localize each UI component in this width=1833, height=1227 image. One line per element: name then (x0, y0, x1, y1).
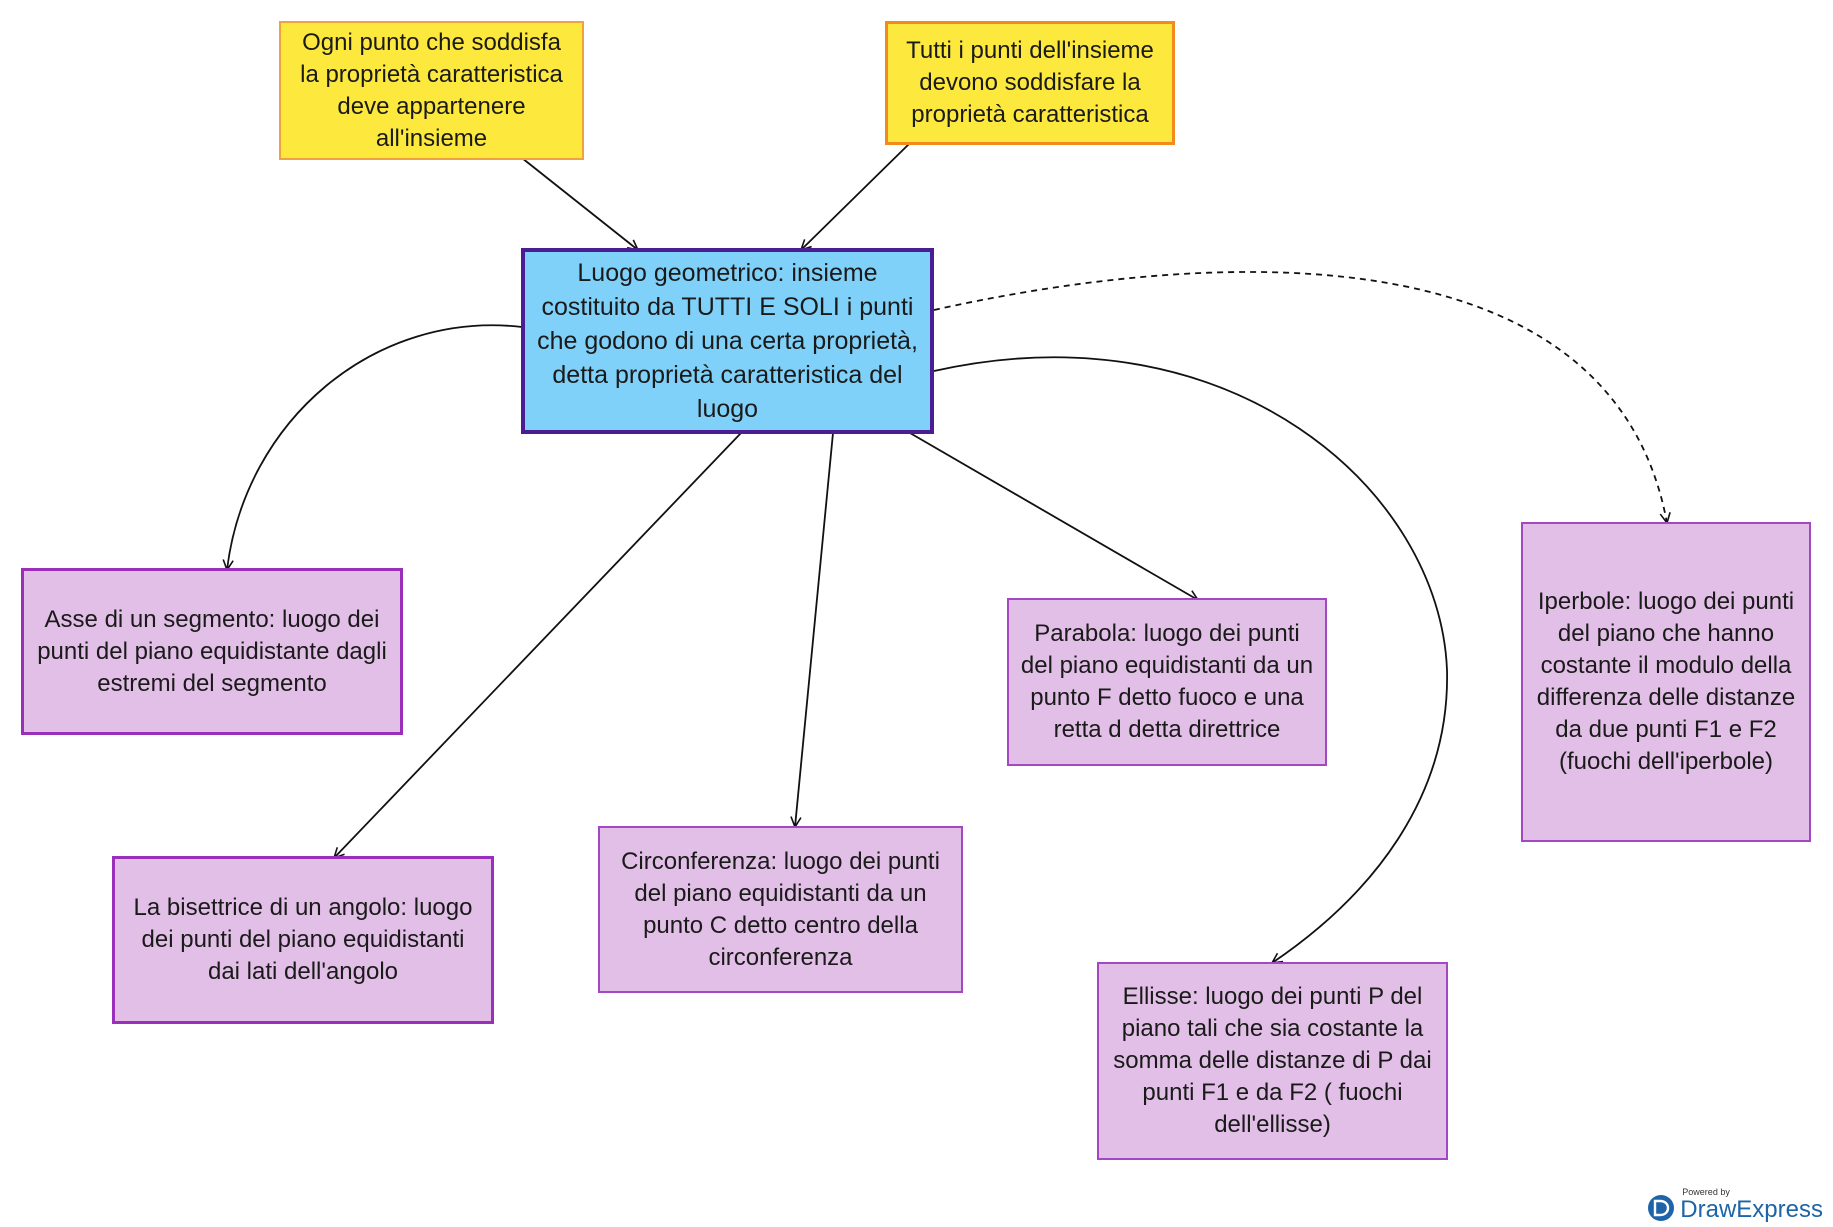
edge-topright-to-central (801, 143, 910, 250)
drawexpress-logo-icon (1648, 1195, 1675, 1221)
edge-central-to-parabola (909, 432, 1198, 600)
node-proprieta-sufficiente[interactable]: Ogni punto che soddisfa la proprietà car… (279, 21, 584, 160)
edge-central-to-bisettrice (334, 432, 742, 858)
node-bisettrice[interactable]: La bisettrice di un angolo: luogo dei pu… (112, 856, 494, 1024)
node-circonferenza-label: Circonferenza: luogo dei punti del piano… (621, 847, 940, 971)
node-bisettrice-label: La bisettrice di un angolo: luogo dei pu… (133, 894, 473, 985)
node-asse-segmento-label: Asse di un segmento: luogo dei punti del… (37, 605, 387, 697)
node-ellisse-label: Ellisse: luogo dei punti P del piano tal… (1113, 983, 1432, 1138)
edge-central-to-asse (227, 324, 523, 570)
node-parabola[interactable]: Parabola: luogo dei punti del piano equi… (1007, 598, 1327, 766)
edge-central-to-circonferenza (795, 432, 834, 827)
node-luogo-geometrico[interactable]: Luogo geometrico: insieme costituito da … (521, 248, 934, 434)
node-ellisse[interactable]: Ellisse: luogo dei punti P del piano tal… (1097, 962, 1448, 1160)
edge-topleft-to-central (521, 157, 638, 250)
edge-central-to-ellisse (933, 356, 1448, 963)
node-iperbole[interactable]: Iperbole: luogo dei punti del piano che … (1521, 522, 1811, 842)
node-proprieta-necessaria[interactable]: Tutti i punti dell'insieme devono soddis… (885, 21, 1175, 145)
node-iperbole-label: Iperbole: luogo dei punti del piano che … (1536, 588, 1796, 775)
powered-by-text: Powered by (1682, 1187, 1730, 1197)
drawexpress-branding: Powered by DrawExpress (1646, 1187, 1823, 1223)
node-circonferenza[interactable]: Circonferenza: luogo dei punti del piano… (598, 826, 963, 993)
node-luogo-geometrico-label: Luogo geometrico: insieme costituito da … (537, 259, 918, 423)
edge-central-to-iperbole (933, 271, 1667, 523)
node-parabola-label: Parabola: luogo dei punti del piano equi… (1020, 620, 1314, 743)
node-proprieta-necessaria-label: Tutti i punti dell'insieme devono soddis… (906, 37, 1154, 128)
node-asse-segmento[interactable]: Asse di un segmento: luogo dei punti del… (21, 568, 403, 735)
brand-name: DrawExpress (1680, 1196, 1823, 1223)
node-proprieta-sufficiente-label: Ogni punto che soddisfa la proprietà car… (300, 28, 563, 152)
